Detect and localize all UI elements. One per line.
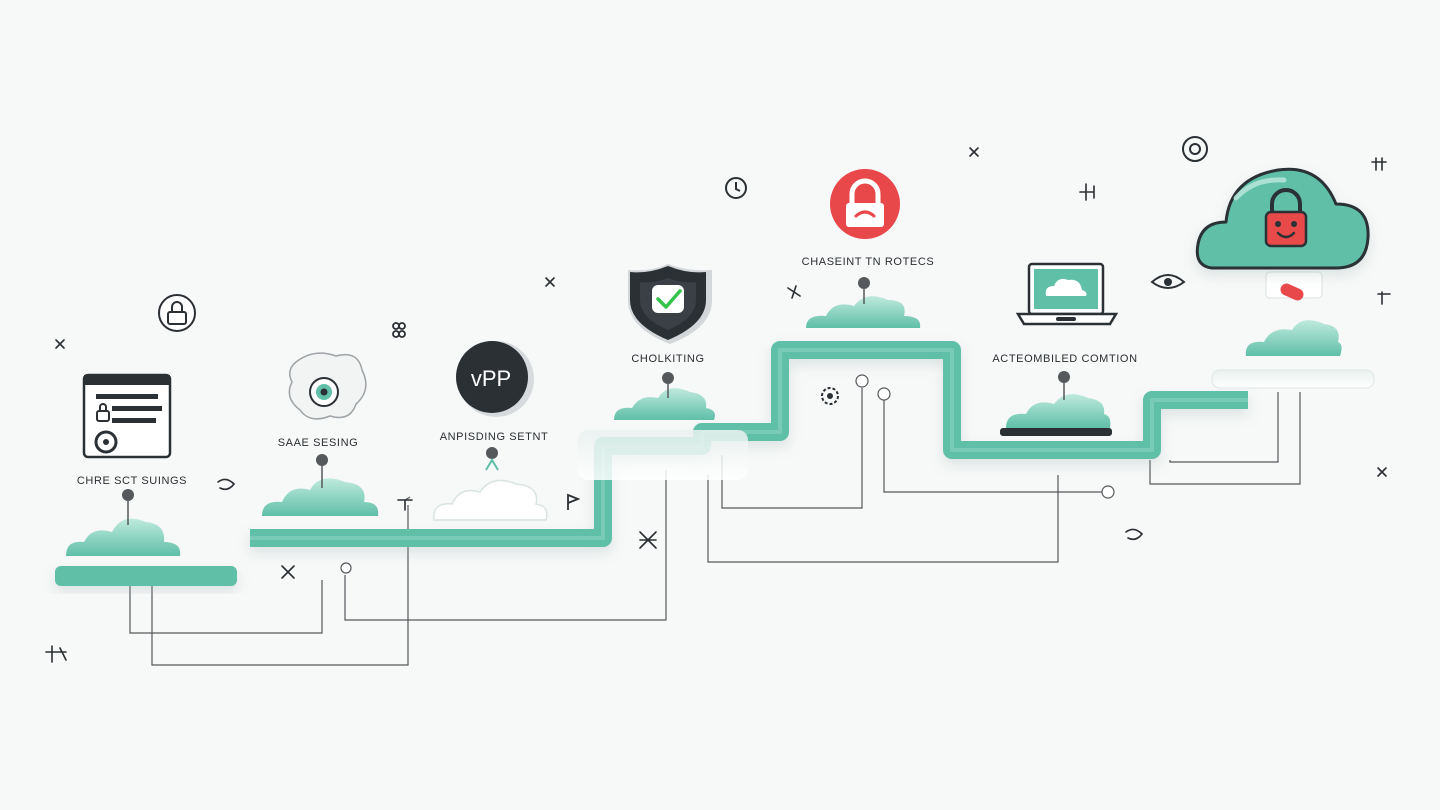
decorative-icons bbox=[45, 136, 1391, 663]
step-2-label: SAAE SESING bbox=[278, 437, 359, 449]
step-1: CHRE SCT SUINGS bbox=[55, 373, 237, 586]
clock-icon bbox=[725, 177, 747, 199]
link-icon bbox=[392, 322, 406, 338]
eye-icon bbox=[1150, 274, 1186, 289]
step-3-cloud bbox=[433, 479, 548, 521]
step-4-label: CHOLKITING bbox=[631, 353, 704, 365]
step-3: vPP ANPISDING SETNT bbox=[433, 341, 549, 521]
shield-check-icon bbox=[628, 264, 712, 344]
vpp-badge-icon: vPP bbox=[456, 341, 534, 417]
browser-lock-icon bbox=[82, 373, 172, 459]
teal-path bbox=[250, 341, 1248, 547]
step-2-cloud bbox=[262, 478, 379, 516]
sparkle-icons bbox=[45, 147, 1391, 663]
final-cloud-lock bbox=[1195, 167, 1370, 356]
laptop-cloud-icon bbox=[1015, 262, 1119, 326]
step-4: CHOLKITING bbox=[614, 264, 715, 420]
final-small-cloud bbox=[1245, 320, 1342, 356]
step-6-label: ACTEOMBILED COMTION bbox=[992, 353, 1137, 365]
step-5-cloud bbox=[806, 296, 921, 328]
step-3-label: ANPISDING SETNT bbox=[440, 431, 549, 443]
gear-icon bbox=[821, 387, 839, 405]
pale-platforms bbox=[578, 369, 1375, 480]
lock-circle-icon bbox=[158, 294, 196, 332]
step-6-cloud bbox=[1006, 394, 1111, 428]
step-6: ACTEOMBILED COMTION bbox=[992, 262, 1137, 436]
eye-gear-icon bbox=[288, 352, 367, 420]
shield-circle-icon bbox=[1182, 136, 1208, 162]
step-2: SAAE SESING bbox=[262, 352, 379, 516]
step-4-cloud bbox=[614, 388, 715, 420]
step-5-label: CHASEINT TN ROTECS bbox=[802, 256, 935, 268]
step-5: CHASEINT TN ROTECS bbox=[802, 169, 935, 328]
connector-wires bbox=[129, 374, 1301, 666]
flag-icon bbox=[567, 493, 581, 510]
cloud-lock-icon bbox=[1195, 167, 1370, 270]
step-1-cloud bbox=[66, 518, 181, 556]
vpp-badge-text: vPP bbox=[471, 366, 511, 391]
step-1-label: CHRE SCT SUINGS bbox=[77, 475, 187, 487]
red-lock-icon bbox=[830, 169, 900, 239]
step-1-platform bbox=[55, 566, 237, 586]
